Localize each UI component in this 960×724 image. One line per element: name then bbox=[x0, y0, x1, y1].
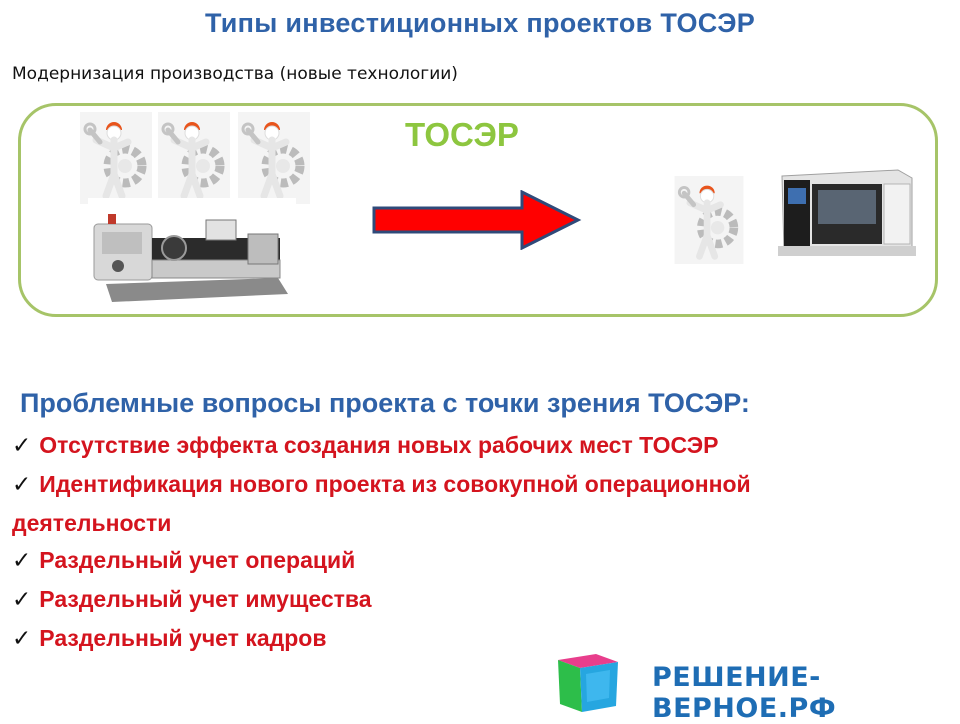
worker-gear-icon bbox=[158, 112, 230, 204]
check-mark-icon: ✓ bbox=[12, 432, 32, 458]
issue-text: Отсутствие эффекта создания новых рабочи… bbox=[39, 432, 719, 458]
diagram-label: ТОСЭР bbox=[405, 116, 519, 153]
check-mark-icon: ✓ bbox=[12, 547, 32, 573]
issue-text: Раздельный учет имущества bbox=[39, 586, 372, 612]
issue-item: ✓ Раздельный учет имущества bbox=[12, 585, 932, 613]
worker-gear-icon bbox=[80, 112, 152, 204]
issue-item: ✓ Раздельный учет кадров bbox=[12, 624, 932, 652]
lathe-machine-image bbox=[88, 198, 296, 306]
check-mark-icon: ✓ bbox=[12, 471, 32, 497]
issue-text: Раздельный учет кадров bbox=[39, 625, 327, 651]
brand-name: РЕШЕНИЕ-ВЕРНОЕ.РФ bbox=[652, 662, 837, 724]
issue-item: ✓ Отсутствие эффекта создания новых рабоч… bbox=[12, 431, 932, 459]
worker-gear-icon bbox=[238, 112, 310, 204]
slide-title: Типы инвестиционных проектов ТОСЭР bbox=[204, 8, 756, 38]
issue-item: ✓ Идентификация нового проекта из совокуп… bbox=[12, 470, 932, 498]
issue-text: деятельности bbox=[12, 510, 172, 536]
brand-cube-logo bbox=[558, 654, 618, 712]
issue-item: ✓ Раздельный учет операций bbox=[12, 546, 932, 574]
check-mark-icon: ✓ bbox=[12, 625, 32, 651]
issue-text: Идентификация нового проекта из совокупн… bbox=[39, 471, 751, 497]
issue-item-continuation: деятельности bbox=[12, 509, 932, 537]
problems-heading: Проблемные вопросы проекта с точки зрени… bbox=[20, 388, 750, 418]
slide-subtitle: Модернизация производства (новые техноло… bbox=[12, 64, 458, 84]
issue-text: Раздельный учет операций bbox=[39, 547, 356, 573]
cnc-machine-image bbox=[778, 166, 916, 256]
transition-arrow-icon bbox=[372, 190, 582, 250]
worker-gear-icon bbox=[674, 176, 744, 264]
check-mark-icon: ✓ bbox=[12, 586, 32, 612]
